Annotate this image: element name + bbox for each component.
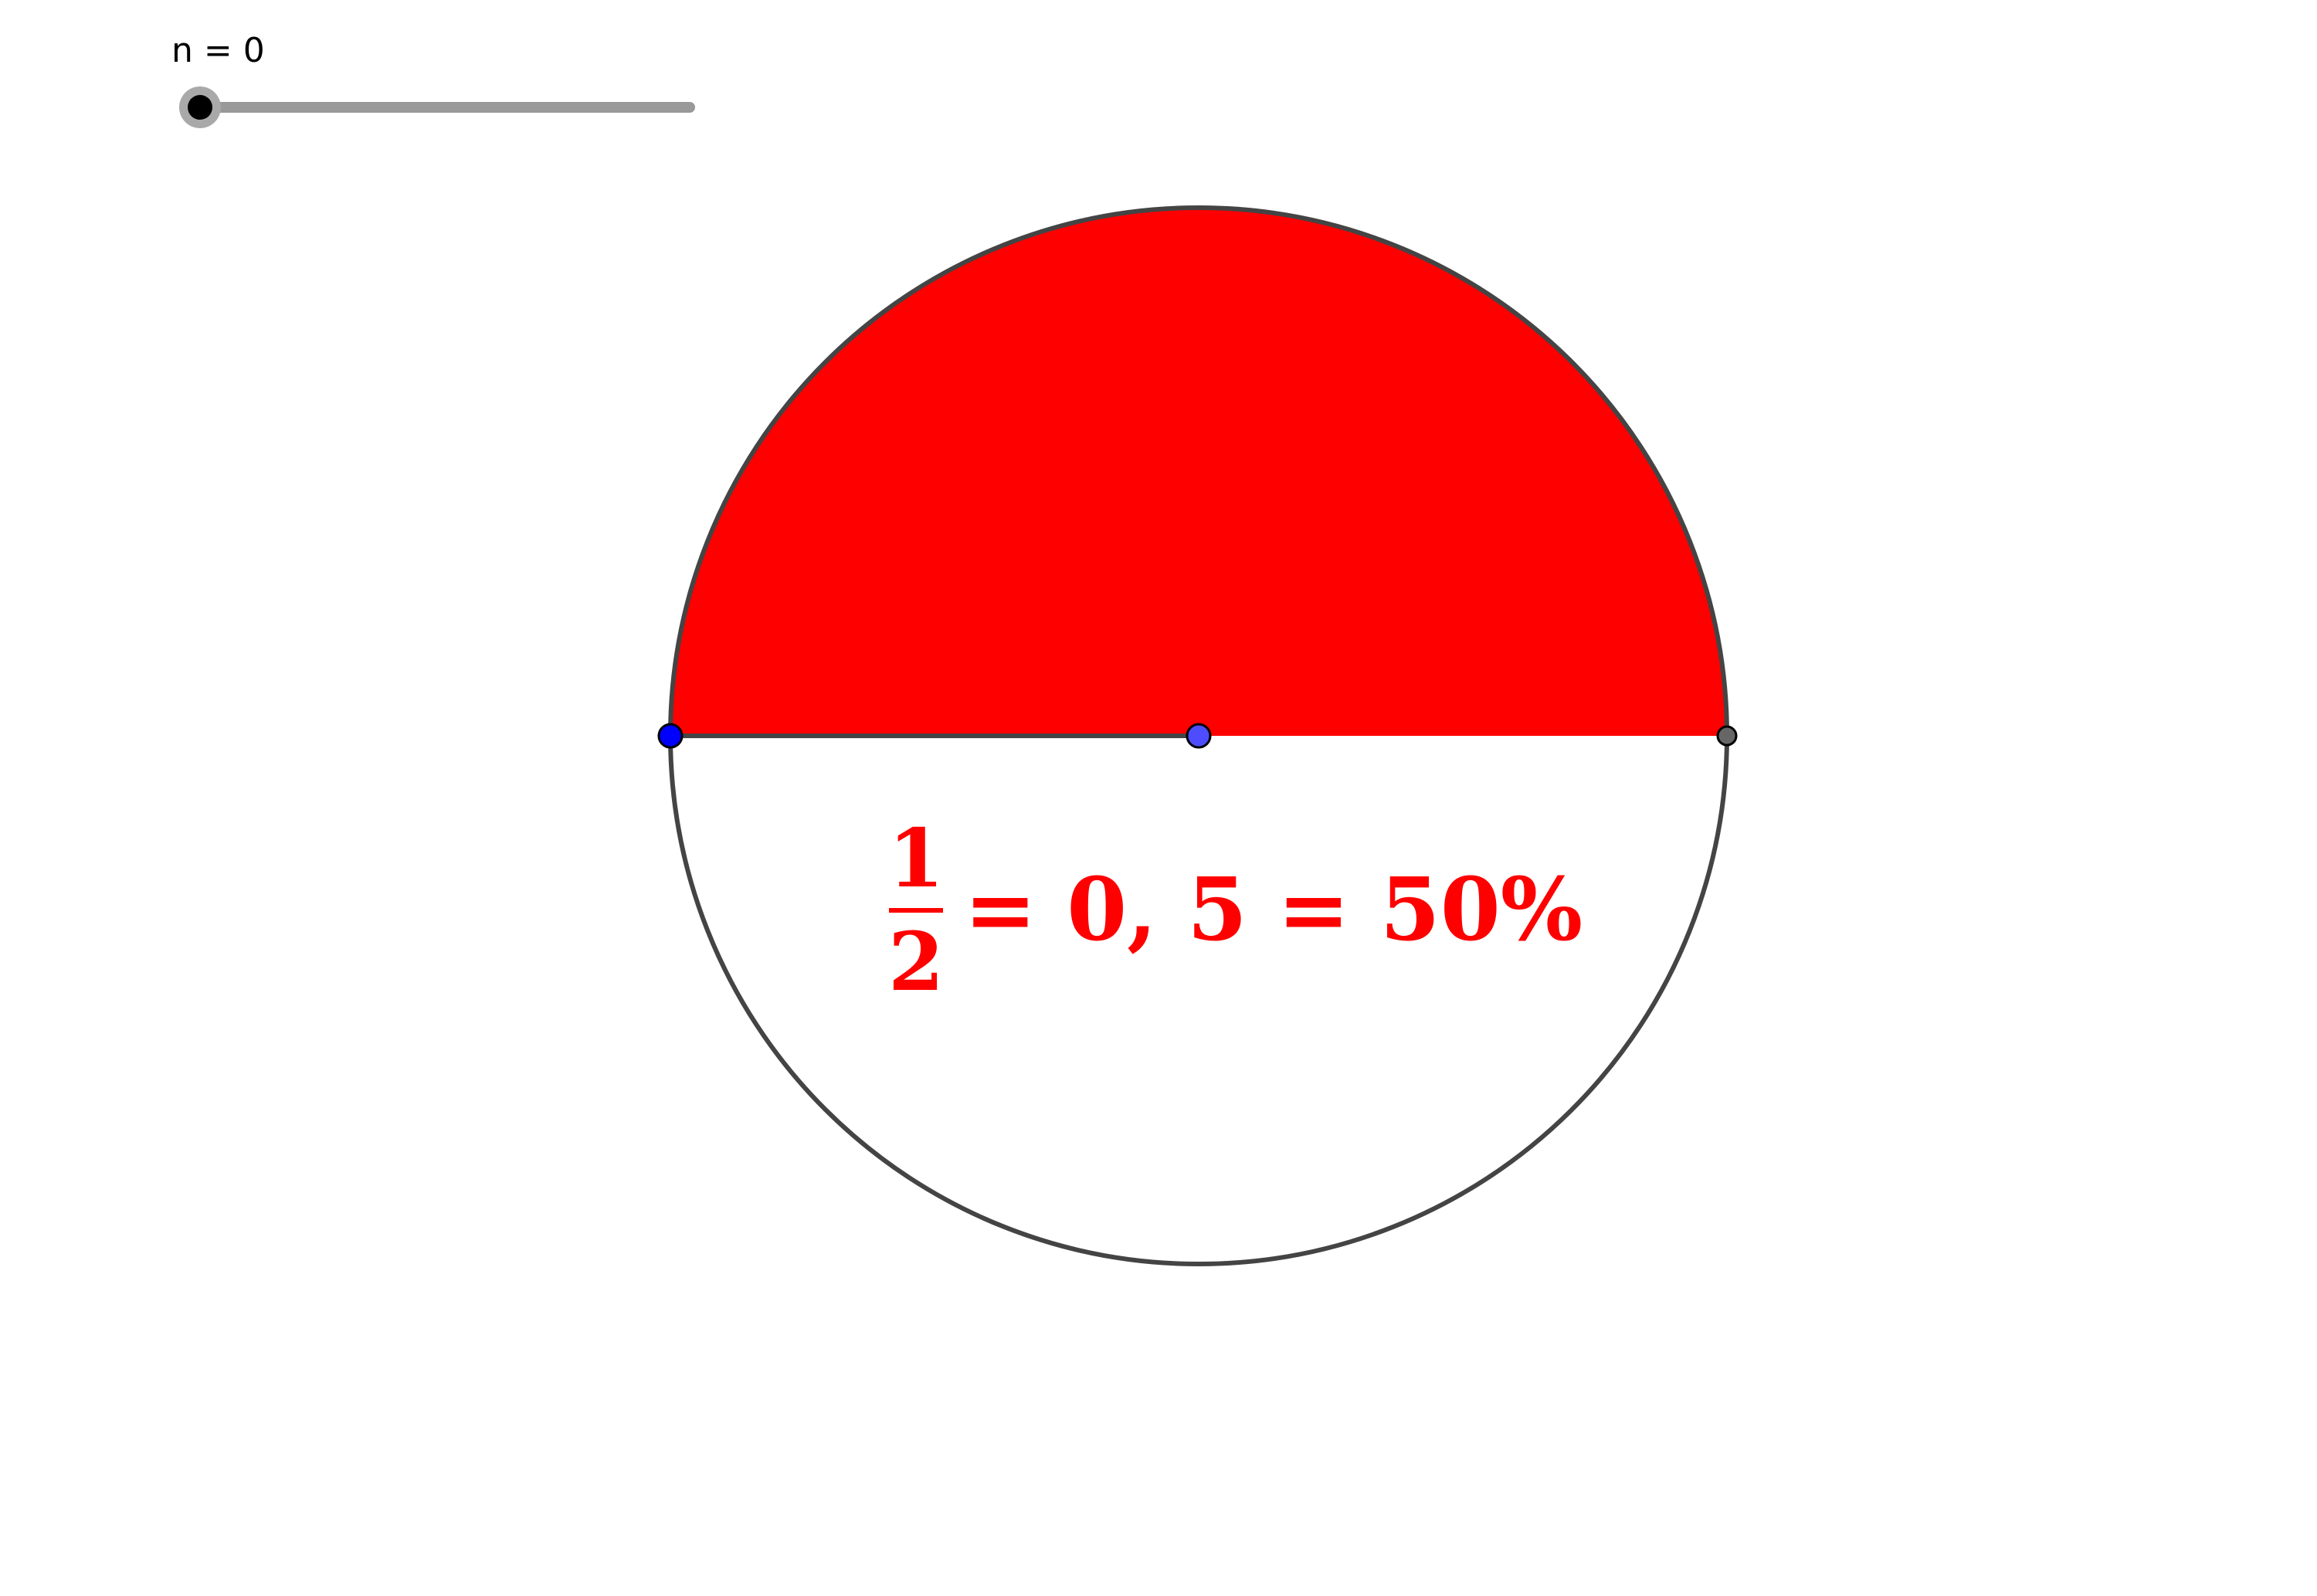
point-center[interactable] <box>1186 723 1212 749</box>
filled-half-sector <box>670 208 1727 736</box>
slider-knob[interactable] <box>179 86 221 128</box>
fraction-denominator: 2 <box>888 914 945 1009</box>
formula-equalities: = 0, 5 = 50% <box>964 859 1583 961</box>
fraction-bar <box>889 908 944 913</box>
point-right[interactable] <box>1716 725 1738 747</box>
fraction-numerator: 1 <box>888 811 945 906</box>
fraction: 1 2 <box>888 818 944 1002</box>
point-left[interactable] <box>657 723 684 749</box>
fraction-formula: 1 2 = 0, 5 = 50% <box>888 818 1583 1002</box>
slider-label: n = 0 <box>171 31 265 70</box>
slider-track[interactable] <box>198 102 695 113</box>
